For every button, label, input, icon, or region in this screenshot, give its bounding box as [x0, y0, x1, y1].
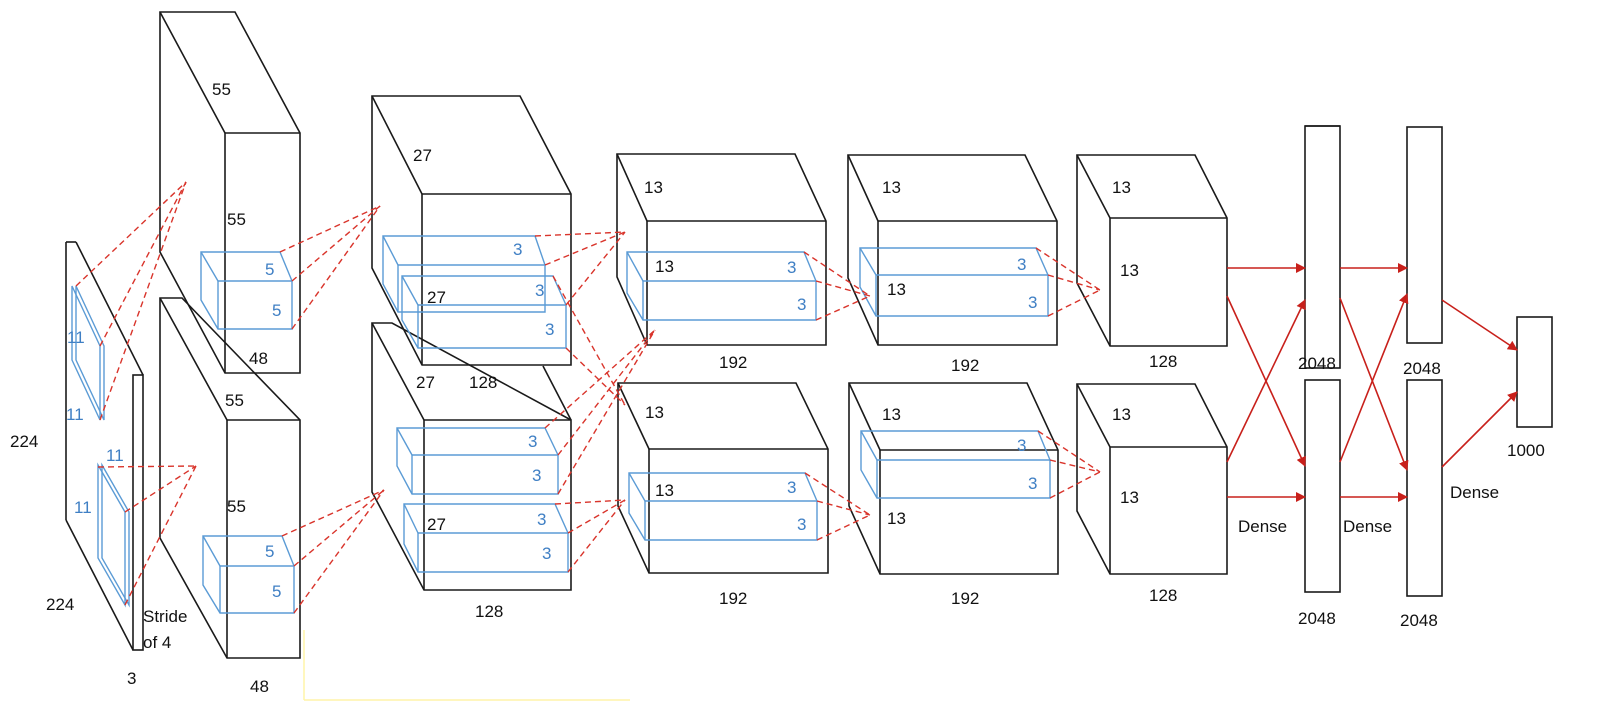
conv1-bottom-depth: 48 — [250, 677, 269, 696]
conv1-top-size-b: 55 — [227, 210, 246, 229]
output-box — [1516, 316, 1553, 428]
fc6-bottom-box — [1304, 379, 1341, 593]
input-volume — [65, 241, 144, 651]
conv3-top-size-a: 13 — [644, 178, 663, 197]
conv2-top-depth: 128 — [469, 373, 497, 392]
conv5-top-cuboid — [1076, 154, 1228, 347]
conv5-top-depth: 128 — [1149, 352, 1177, 371]
conv5-top-size-b: 13 — [1120, 261, 1139, 280]
conv4-top-cuboid — [847, 154, 1058, 346]
conv2-top-size-a: 27 — [413, 146, 432, 165]
conv2-top-kernel-3: 3 — [545, 320, 554, 339]
conv3-top-kernel-1: 3 — [787, 258, 796, 277]
conv4-top-kernel-1: 3 — [1017, 255, 1026, 274]
conv3-bottom-size-b: 13 — [655, 481, 674, 500]
conv4-bottom-kernel-1: 3 — [1017, 436, 1026, 455]
fc6-top-size: 2048 — [1298, 354, 1336, 373]
fc6-bottom-size: 2048 — [1298, 609, 1336, 628]
dashed-connections — [75, 181, 1101, 614]
dense-label-3: Dense — [1450, 483, 1499, 502]
conv3-bottom-cuboid — [617, 382, 829, 574]
input-kernel-width-label: 11 — [66, 405, 84, 424]
conv5-top-size-a: 13 — [1112, 178, 1131, 197]
conv2-bottom-kernel-2: 3 — [532, 466, 541, 485]
conv1-top-depth: 48 — [249, 349, 268, 368]
conv1-bottom-kernel — [202, 535, 295, 614]
conv2-bottom-size: 27 — [427, 515, 446, 534]
input-width-label: 224 — [46, 595, 74, 614]
conv5-bottom-size-b: 13 — [1120, 488, 1139, 507]
conv3-bottom-depth: 192 — [719, 589, 747, 608]
conv2-bottom-kernel-4: 3 — [542, 544, 551, 563]
conv2-top-cuboid — [371, 95, 572, 366]
conv4-bottom-kernel-2: 3 — [1028, 474, 1037, 493]
fc6-top-box — [1304, 125, 1341, 369]
conv3-top-size-b: 13 — [655, 257, 674, 276]
conv1-top-kernel-b: 5 — [272, 301, 281, 320]
conv5-bottom-depth: 128 — [1149, 586, 1177, 605]
conv1-bottom-cuboid — [159, 297, 301, 659]
stride-label-line1: Stride — [143, 607, 187, 626]
conv2-top-kernel-2: 3 — [535, 281, 544, 300]
input-kernel2-width-label: 11 — [106, 446, 124, 465]
conv3-top-cuboid — [616, 153, 827, 346]
conv3-bottom-size-a: 13 — [645, 403, 664, 422]
conv1-bottom-kernel-b: 5 — [272, 582, 281, 601]
dense-arrows — [1226, 263, 1518, 502]
conv3-top-depth: 192 — [719, 353, 747, 372]
input-depth-label: 3 — [127, 669, 136, 688]
input-kernel-top — [71, 285, 105, 421]
conv1-bottom-size-a: 55 — [225, 391, 244, 410]
conv2-top-kernel-1: 3 — [513, 240, 522, 259]
conv2-bottom-kernel-3: 3 — [537, 510, 546, 529]
dense-label-2: Dense — [1343, 517, 1392, 536]
fc7-top-size: 2048 — [1403, 359, 1441, 378]
conv1-top-cuboid — [159, 11, 301, 374]
stride-label-line2: of 4 — [143, 633, 171, 652]
conv3-bottom-kernel-1: 3 — [787, 478, 796, 497]
conv3-bottom-kernel-2: 3 — [797, 515, 806, 534]
conv2-bottom-cuboid — [371, 322, 572, 591]
input-height-label: 224 — [10, 432, 38, 451]
conv4-bottom-cuboid — [848, 382, 1059, 575]
conv2-top-size-b: 27 — [427, 288, 446, 307]
conv2-bottom-kernel-1: 3 — [528, 432, 537, 451]
conv1-bottom-size-b: 55 — [227, 497, 246, 516]
conv4-bottom-size-a: 13 — [882, 405, 901, 424]
fc7-bottom-size: 2048 — [1400, 611, 1438, 630]
fc7-top-box — [1406, 126, 1443, 344]
conv4-top-depth: 192 — [951, 356, 979, 375]
dense-label-1: Dense — [1238, 517, 1287, 536]
conv4-top-size-b: 13 — [887, 280, 906, 299]
input-kernel-bottom — [97, 462, 130, 608]
labels: 224 224 3 11 11 11 11 Stride of 4 55 55 … — [10, 80, 1545, 696]
conv5-bottom-size-a: 13 — [1112, 405, 1131, 424]
conv2-top-size-c: 27 — [416, 373, 435, 392]
conv4-bottom-size-b: 13 — [887, 509, 906, 528]
conv4-bottom-depth: 192 — [951, 589, 979, 608]
input-kernel2-height-label: 11 — [74, 498, 92, 517]
conv1-top-kernel-a: 5 — [265, 260, 274, 279]
conv4-top-kernel-2: 3 — [1028, 293, 1037, 312]
conv1-top-size-a: 55 — [212, 80, 231, 99]
input-kernel-height-label: 11 — [67, 328, 85, 347]
conv3-top-kernel-2: 3 — [797, 295, 806, 314]
fc7-bottom-box — [1406, 379, 1443, 597]
output-size: 1000 — [1507, 441, 1545, 460]
conv2-bottom-depth: 128 — [475, 602, 503, 621]
conv1-bottom-kernel-a: 5 — [265, 542, 274, 561]
conv4-top-size-a: 13 — [882, 178, 901, 197]
conv5-bottom-cuboid — [1076, 383, 1228, 575]
